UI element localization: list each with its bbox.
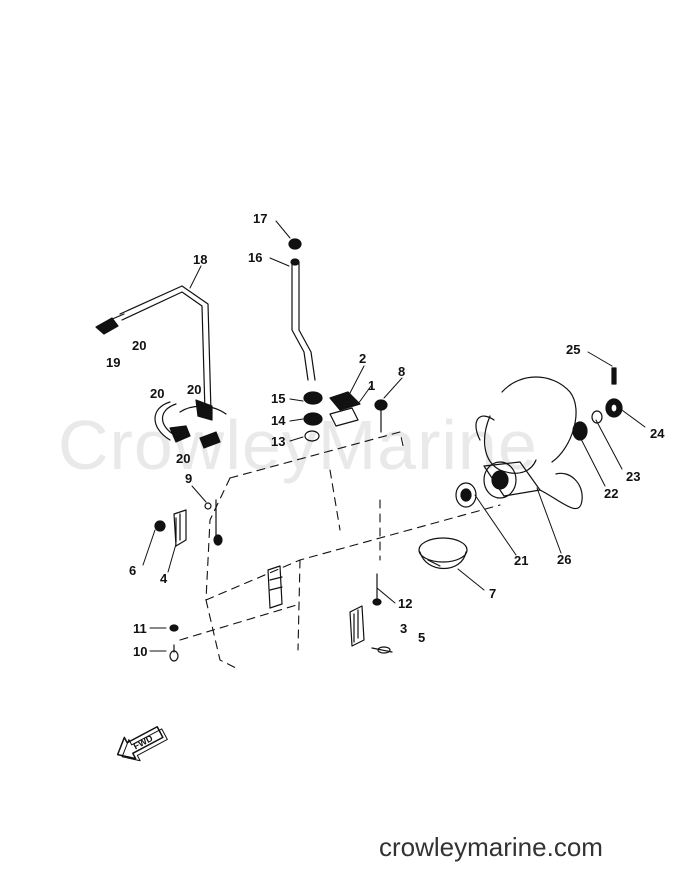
callout-16: 16 [248,250,263,265]
callout-12: 12 [398,596,413,611]
callout-5: 5 [418,630,426,645]
propeller-drawing [475,376,583,510]
watermark-text: CrowleyMarine [58,406,538,484]
callout-14: 14 [271,413,286,428]
callout-11: 11 [133,621,147,636]
callout-22: 22 [604,486,619,501]
callout-10: 10 [133,644,148,659]
callout-6: 6 [129,563,137,578]
callout-20-a: 20 [132,338,147,353]
callout-17: 17 [253,211,268,226]
callout-9: 9 [185,471,193,486]
callout-1: 1 [368,378,376,393]
callout-23: 23 [626,469,641,484]
site-footer-text: crowleymarine.com [379,832,603,862]
callout-7: 7 [489,586,497,601]
callout-2: 2 [359,351,367,366]
callout-13: 13 [271,434,286,449]
callout-20-d: 20 [176,451,191,466]
callout-21: 21 [514,553,529,568]
callout-24: 24 [650,426,665,441]
callout-4: 4 [160,571,168,586]
callout-26: 26 [557,552,572,567]
callout-18: 18 [193,252,208,267]
callout-8: 8 [398,364,406,379]
callout-20-c: 20 [187,382,202,397]
callout-20-b: 20 [150,386,165,401]
leader-lines [142,220,646,652]
forward-arrow: FWD [116,726,168,762]
callout-3: 3 [400,621,408,636]
callout-19: 19 [106,355,121,370]
callout-15: 15 [271,391,286,406]
callout-25: 25 [566,342,581,357]
